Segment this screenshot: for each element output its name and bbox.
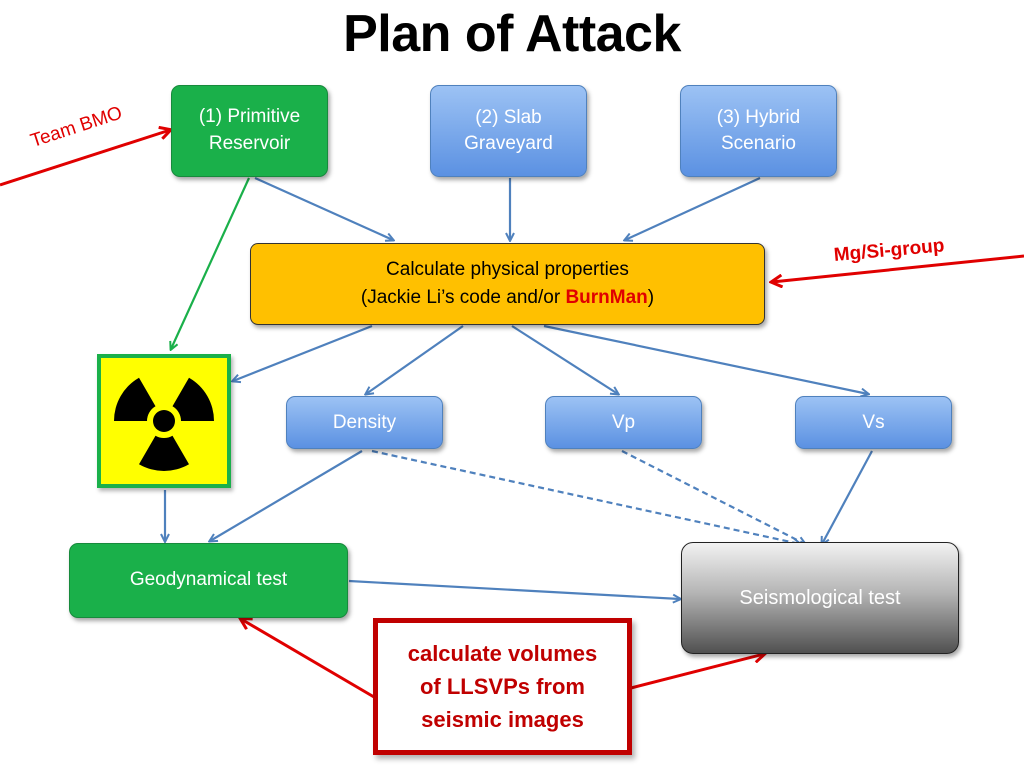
property-vp: Vp [545,396,702,449]
volumes-line2: of LLSVPs from [419,674,585,699]
arrow-hybrid-to-calc [625,177,761,240]
calculate-line2-suffix: ) [647,287,655,308]
radiation-hazard-box [97,354,231,488]
calculate-line1: Calculate physical properties [386,258,629,280]
scenario-label-line1: (1) Primitive [198,106,301,128]
calculate-line2-prefix: (Jackie Li’s code and/or [360,287,566,308]
arrow-calc-to-density [366,325,464,394]
volumes-line1: calculate volumes [407,641,598,666]
scenario-label-line2: Graveyard [464,133,553,154]
seismological-test-box: Seismological test [681,542,959,654]
page-title: Plan of Attack [343,5,681,63]
arrow-team-bmo [0,130,170,187]
arrow-vs-to-seismological [822,450,873,544]
arrow-mgsi-group [772,254,1024,282]
volumes-line3: seismic images [421,707,584,732]
property-density: Density [286,396,443,449]
arrow-density-to-geodynamical [210,450,363,541]
arrow-density-to-seismological [371,449,800,544]
property-vp-label: Vp [611,411,636,433]
arrow-primitive-to-radiation [171,177,251,349]
arrow-volumes-to-geodynamical [241,619,375,699]
arrow-calc-to-vs [543,324,868,394]
scenario-label-line2: Scenario [721,133,796,154]
scenario-label-line1: (2) Slab [475,107,542,129]
llsvp-volumes-box: calculate volumes of LLSVPs from seismic… [373,618,632,755]
calculate-line2: (Jackie Li’s code and/or BurnMan) [361,284,654,313]
arrow-primitive-to-calc [254,176,393,240]
geodynamical-test-label: Geodynamical test [129,569,288,591]
property-vs-label: Vs [862,411,885,433]
arrow-calc-to-vp [511,325,618,394]
scenario-label-line1: (3) Hybrid [716,107,801,129]
scenario-label-line2: Reservoir [208,133,291,154]
arrow-calc-to-radiation [233,324,373,381]
seismological-test-label: Seismological test [739,586,901,609]
arrow-vp-to-seismological [621,450,805,544]
radiation-hazard-icon [114,377,214,471]
geodynamical-test-box: Geodynamical test [69,543,348,618]
calculate-properties-box: Calculate physical properties (Jackie Li… [250,243,765,325]
arrow-volumes-to-seismological [630,654,764,690]
property-density-label: Density [332,411,397,433]
burnman-label: BurnMan [565,287,648,308]
arrow-geodynamical-to-seismological [348,579,680,599]
property-vs: Vs [795,396,952,449]
